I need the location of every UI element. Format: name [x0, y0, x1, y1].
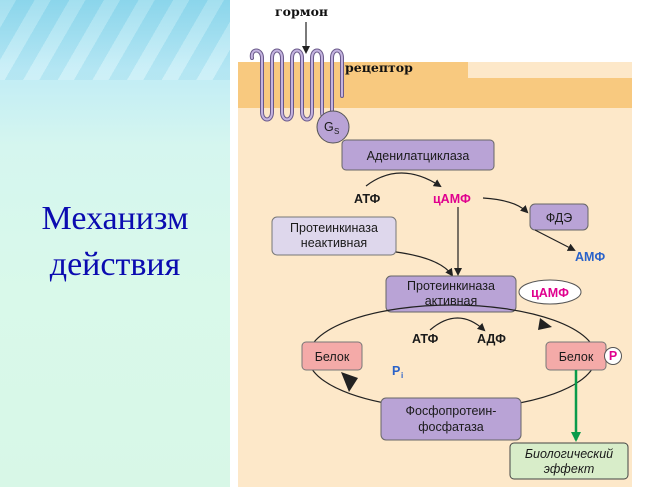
biological-effect-box [509, 442, 629, 480]
gs-label: G [324, 120, 334, 134]
atp-to-adp-arrow [429, 317, 486, 332]
camp-to-pde-arrow [482, 197, 529, 214]
inactive-to-active-arrow [395, 251, 454, 277]
slide-title: Механизм действия [41, 200, 189, 283]
protein-left-box [301, 341, 363, 371]
pi-subscript: i [401, 371, 403, 380]
camp-badge [518, 279, 582, 305]
pk-active-line2: активная [425, 294, 478, 308]
protein-right-label: Белок [559, 350, 594, 364]
pk-inactive-line1: Протеинкиназа [290, 221, 378, 235]
adenylate-cyclase-box [341, 139, 495, 171]
protein-left-label: Белок [315, 350, 350, 364]
adenylate-cyclase-label: Аденилатциклаза [367, 149, 470, 163]
camp-top-label: цАМФ [433, 192, 471, 206]
phosphate-badge [604, 347, 622, 365]
gs-subscript: S [334, 127, 339, 136]
phosphatase-line1: Фосфопротеин- [406, 404, 497, 418]
cell-membrane [238, 62, 632, 108]
pde-to-amp-arrow [534, 229, 576, 251]
pde-label: ФДЭ [546, 211, 573, 225]
protein-kinase-inactive-box [271, 216, 397, 256]
protein-kinase-active-box [385, 275, 517, 313]
phosphate-label: P [609, 349, 617, 363]
bio-effect-line1: Биологический [525, 447, 613, 461]
pk-inactive-line2: неактивная [301, 236, 367, 250]
camp-badge-label: цАМФ [531, 286, 569, 300]
phosphatase-line2: фосфатаза [418, 420, 484, 434]
title-panel: Механизм действия [0, 0, 230, 487]
bio-effect-line2: эффект [544, 462, 595, 476]
pk-active-line1: Протеинкиназа [407, 279, 495, 293]
receptor-label: рецептор [345, 60, 413, 75]
atp-to-camp-arrow [365, 172, 442, 188]
amp-label: АМФ [575, 250, 605, 264]
pi-label: P [392, 364, 400, 378]
atp-mid-label: АТФ [412, 332, 439, 346]
gs-protein [316, 110, 350, 144]
phosphatase-box [380, 397, 522, 441]
cycle-arrow-left [341, 372, 358, 392]
hormone-label: гормон [275, 4, 328, 19]
atp-top-label: АТФ [354, 192, 381, 206]
cycle-arrow-right [538, 318, 552, 330]
adp-mid-label: АДФ [477, 332, 506, 346]
pde-box [529, 203, 589, 231]
